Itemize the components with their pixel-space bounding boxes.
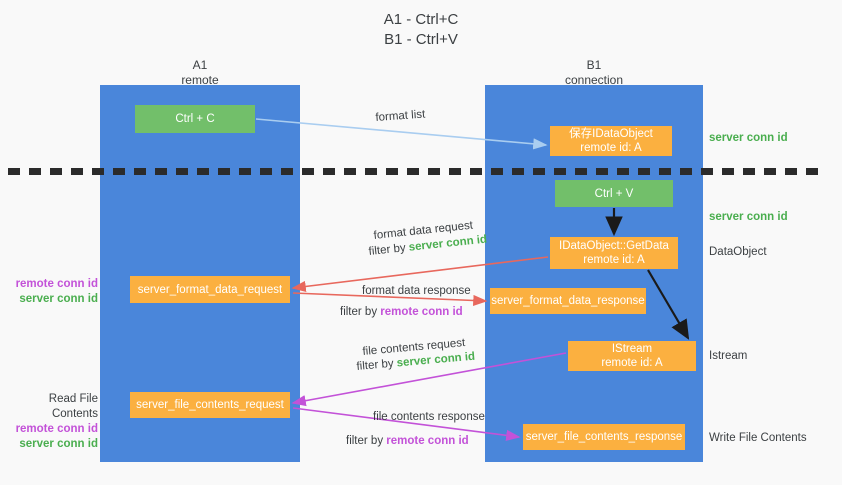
label-remote-conn-id-1: remote conn id	[15, 278, 98, 290]
edge-label-filter-by-remote-1: filter by remote conn id	[340, 305, 463, 320]
edge-label-format-list: format list	[375, 108, 426, 124]
column-header-b1: B1 connection	[564, 58, 624, 87]
remote-conn-id-text: remote conn id	[386, 435, 469, 447]
filter-by-text: filter by	[368, 241, 410, 258]
filter-by-text: filter by	[346, 435, 387, 447]
boundary-dashed-line	[8, 168, 826, 175]
page-title: A1 - Ctrl+C B1 - Ctrl+V	[383, 11, 459, 48]
label-remote-conn-id-2: remote conn id	[15, 423, 98, 435]
node-server-format-data-request[interactable]: server_format_data_request	[130, 276, 290, 303]
node-idataobject[interactable]: 保存IDataObject remote id: A	[550, 126, 672, 156]
node-server-file-contents-response[interactable]: server_file_contents_response	[523, 424, 685, 450]
label-dataobject: DataObject	[709, 246, 767, 258]
label-server-conn-id-top: server conn id	[709, 132, 788, 144]
label-istream: Istream	[709, 350, 748, 362]
label-server-conn-id-mid: server conn id	[709, 211, 788, 223]
label-server-conn-id-left-1: server conn id	[19, 293, 98, 305]
label-read-file-contents: Read File Contents	[48, 393, 98, 420]
node-istream[interactable]: IStream remote id: A	[568, 341, 696, 371]
column-header-a1: A1 remote	[181, 58, 219, 87]
node-server-format-data-response[interactable]: server_format_data_response	[490, 288, 646, 314]
label-write-file-contents: Write File Contents	[709, 432, 807, 444]
edge-label-file-contents-response: file contents response	[373, 411, 485, 423]
edge-label-filter-by-remote-2: filter by remote conn id	[346, 434, 469, 449]
remote-conn-id-text: remote conn id	[380, 306, 463, 318]
node-ctrl-c[interactable]: Ctrl + C	[135, 105, 255, 133]
label-group-read-file-contents: Read File Contents remote conn id server…	[0, 392, 98, 452]
filter-by-text: filter by	[356, 357, 398, 373]
node-server-file-contents-request[interactable]: server_file_contents_request	[130, 392, 290, 418]
node-idataobject-getdata[interactable]: IDataObject::GetData remote id: A	[550, 237, 678, 269]
edge-label-format-data-response: format data response	[362, 285, 471, 297]
node-ctrl-v[interactable]: Ctrl + V	[555, 180, 673, 207]
label-server-conn-id-left-2: server conn id	[19, 438, 98, 450]
label-group-format-conn-ids: remote conn id server conn id	[6, 277, 98, 307]
filter-by-text: filter by	[340, 306, 381, 318]
